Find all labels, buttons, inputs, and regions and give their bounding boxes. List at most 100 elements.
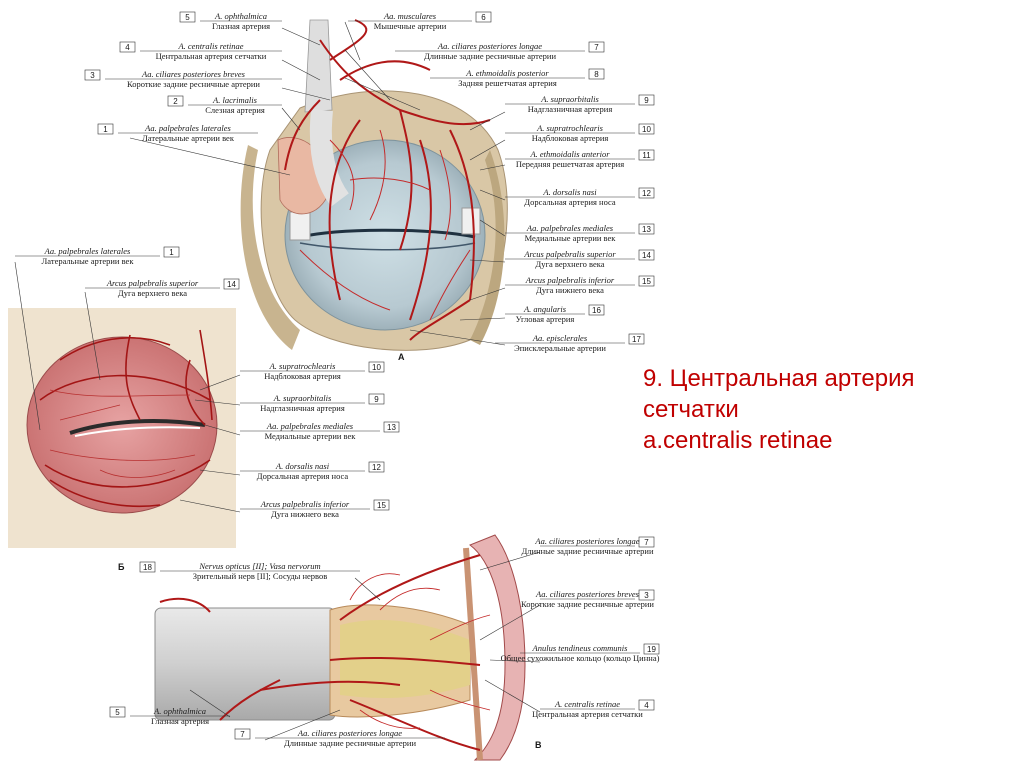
label-number: 3 [90,71,95,80]
label-number-box [638,149,655,161]
label-latin: Aa. ciliares posteriores longae [297,728,402,738]
label-number-box [139,561,156,573]
label-number-box [234,728,251,740]
label-number: 12 [642,189,651,198]
label-latin: Aa. ciliares posteriores longae [534,536,639,546]
label-number: 8 [594,70,599,79]
label-number-box [588,304,605,316]
label-number-box [163,246,180,258]
label-number: 7 [644,538,649,547]
label-number-box [638,699,655,711]
figure-b-illustration [8,308,236,548]
label-latin: Aa. ciliares posteriores breves [535,589,640,599]
slide-title-line-1: 9. Центральная артерия [643,365,915,392]
eyelid-shape [26,336,218,514]
label-russian: Надблоковая артерия [532,133,609,143]
label-number: 4 [644,701,649,710]
figure-a-illustration [240,19,508,351]
panel-letter-a: A [398,352,405,362]
label-latin: Aa. ciliares posteriores breves [141,69,246,79]
label-russian: Надглазничная артерия [528,104,613,114]
label-latin: Arcus palpebralis superior [106,278,199,288]
label-number: 13 [642,225,651,234]
label-number: 17 [632,335,641,344]
label-russian: Передняя решетчатая артерия [516,159,624,169]
label-number-box [179,11,196,23]
label-latin: A. centralis retinae [177,41,243,51]
label-number: 15 [642,277,651,286]
label-number-box [638,223,655,235]
fig-v-label-2: 7Aa. ciliares posteriores longaeДлинные … [521,536,655,556]
label-russian: Угловая артерия [516,314,575,324]
label-russian: Дорсальная артерия носа [524,197,616,207]
label-number-box [368,393,385,405]
label-russian: Слезная артерия [205,105,265,115]
label-russian: Медиальные артерии век [525,233,617,243]
label-russian: Дуга нижнего века [536,285,604,295]
label-latin: Anulus tendineus communis [532,643,629,653]
label-number: 19 [647,645,656,654]
label-latin: A. ophthalmica [214,11,267,21]
label-number: 7 [240,730,245,739]
label-latin: Aa. palpebrales laterales [44,246,131,256]
label-number: 15 [377,501,386,510]
label-latin: A. supraorbitalis [273,393,332,403]
label-number: 7 [594,43,599,52]
label-number-box [475,11,492,23]
label-number: 14 [227,280,236,289]
label-number-box [588,68,605,80]
panel-letter-v: В [535,740,542,750]
label-russian: Дорсальная артерия носа [257,471,349,481]
label-russian: Дуга нижнего века [271,509,339,519]
label-latin: A. supratrochlearis [536,123,603,133]
label-number-box [368,361,385,373]
label-number: 6 [481,13,486,22]
label-number: 18 [143,563,152,572]
label-russian: Короткие задние ресничные артерии [127,79,260,89]
label-russian: Мышечные артерии [374,21,447,31]
label-number-box [167,95,184,107]
slide-title-line-2: сетчатки [643,396,739,423]
label-latin: A. ophthalmica [153,706,206,716]
label-number-box [119,41,136,53]
label-number: 13 [387,423,396,432]
label-number-box [638,275,655,287]
label-russian: Медиальные артерии век [265,431,357,441]
leader-lines [14,21,541,741]
label-number-box [643,643,660,655]
label-number: 5 [185,13,190,22]
label-number-box [97,123,114,135]
label-number-box [109,706,126,718]
label-number-box [373,499,390,511]
label-number: 3 [644,591,649,600]
label-latin: Aa. musculares [383,11,437,21]
label-number: 12 [372,463,381,472]
fig-a-label-7: 7Aa. ciliares posteriores longaeДлинные … [395,41,605,61]
label-number: 1 [169,248,174,257]
label-number-box [588,41,605,53]
label-latin: A. supraorbitalis [540,94,599,104]
label-latin: A. lacrimalis [212,95,258,105]
label-number: 10 [642,125,651,134]
